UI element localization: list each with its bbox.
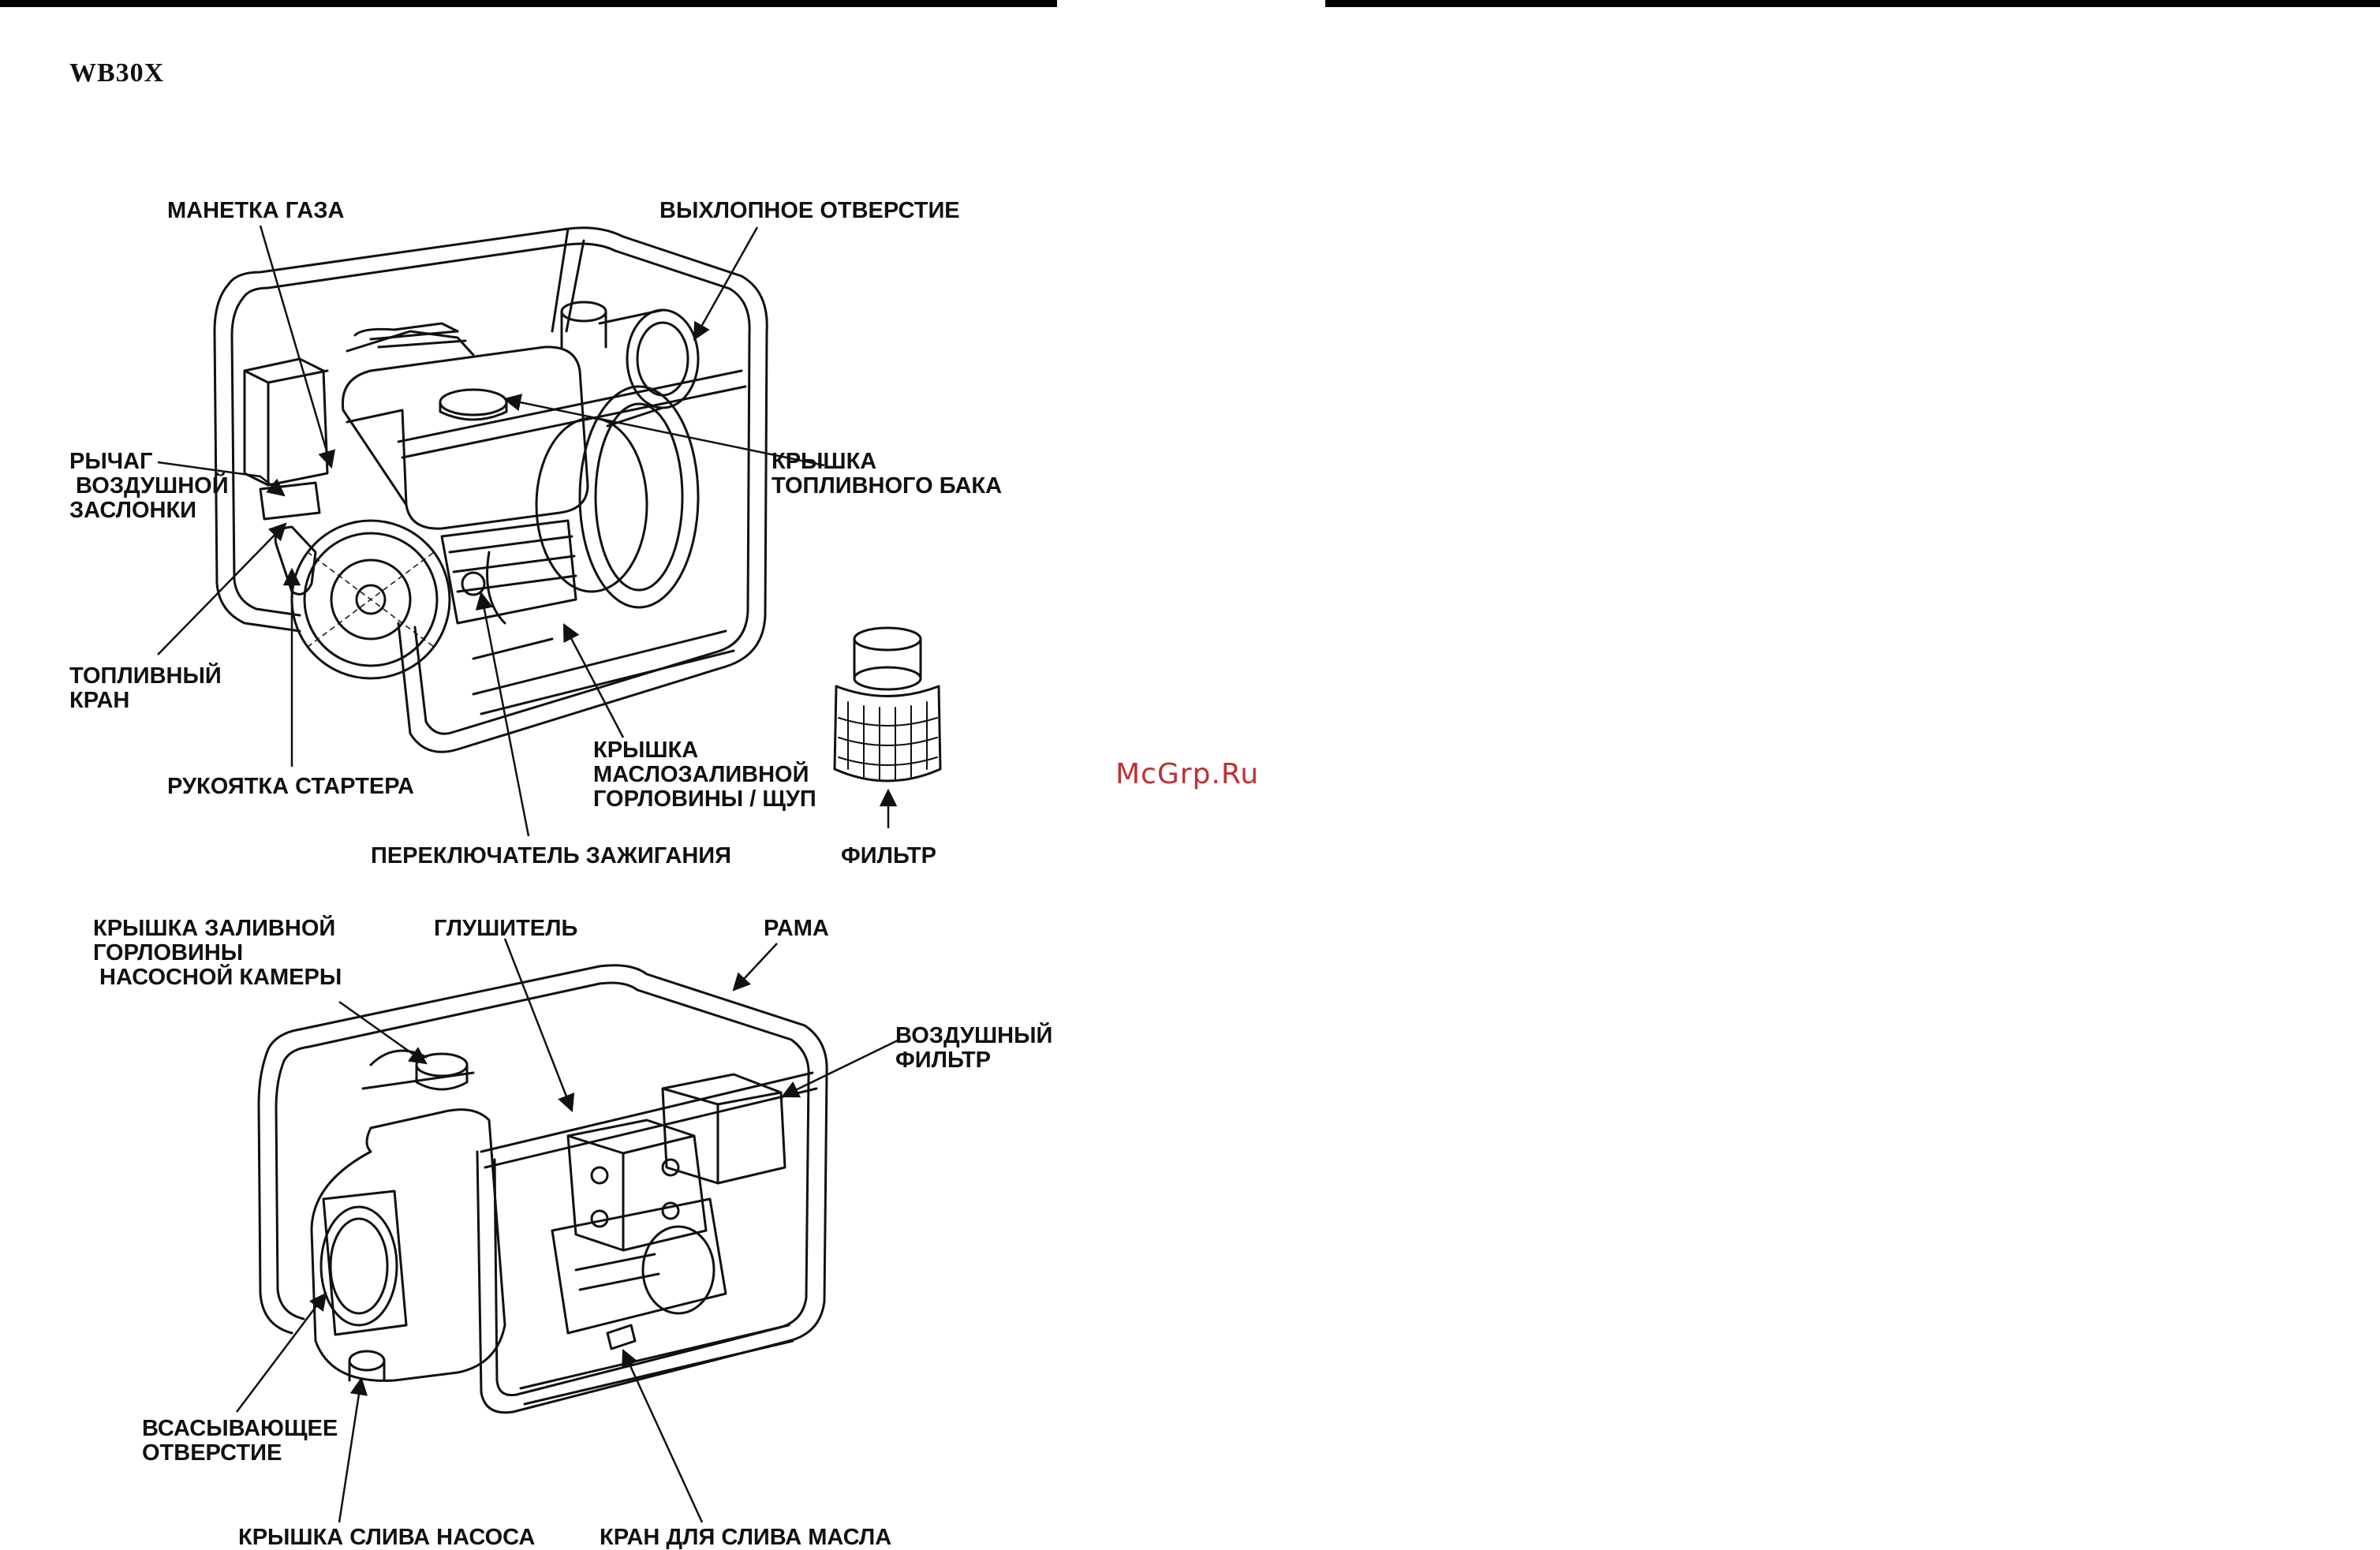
label-starter-grip: РУКОЯТКА СТАРТЕРА xyxy=(167,774,414,799)
label-priming-cap: КРЫШКА ЗАЛИВНОЙ ГОРЛОВИНЫ НАСОСНОЙ КАМЕР… xyxy=(93,916,342,990)
label-muffler: ГЛУШИТЕЛЬ xyxy=(434,916,578,941)
label-throttle-lever: МАНЕТКА ГАЗА xyxy=(167,198,345,223)
label-filter: ФИЛЬТР xyxy=(841,843,936,868)
label-pump-drain-plug: КРЫШКА СЛИВА НАСОСА xyxy=(238,1525,536,1550)
watermark: McGrp.Ru xyxy=(1115,758,1260,790)
label-frame: РАМА xyxy=(764,916,829,941)
label-suction-port: ВСАСЫВАЮЩЕЕ ОТВЕРСТИЕ xyxy=(142,1416,338,1466)
label-choke-lever: РЫЧАГ ВОЗДУШНОЙ ЗАСЛОНКИ xyxy=(69,449,229,523)
model-title: WB30X xyxy=(69,58,165,88)
top-rule-right xyxy=(1325,0,2380,7)
label-oil-drain-valve: КРАН ДЛЯ СЛИВА МАСЛА xyxy=(600,1525,892,1550)
label-exhaust-outlet: ВЫХЛОПНОЕ ОТВЕРСТИЕ xyxy=(659,198,960,223)
label-fuel-valve: ТОПЛИВНЫЙ КРАН xyxy=(69,663,222,713)
label-air-filter: ВОЗДУШНЫЙ ФИЛЬТР xyxy=(895,1023,1053,1073)
top-rule-left xyxy=(0,0,1057,7)
label-ignition-switch: ПЕРЕКЛЮЧАТЕЛЬ ЗАЖИГАНИЯ xyxy=(371,843,731,868)
label-oil-filler-cap: КРЫШКА МАСЛОЗАЛИВНОЙ ГОРЛОВИНЫ / ЩУП xyxy=(593,738,816,812)
label-fuel-tank-cap: КРЫШКА ТОПЛИВНОГО БАКА xyxy=(772,449,1003,499)
